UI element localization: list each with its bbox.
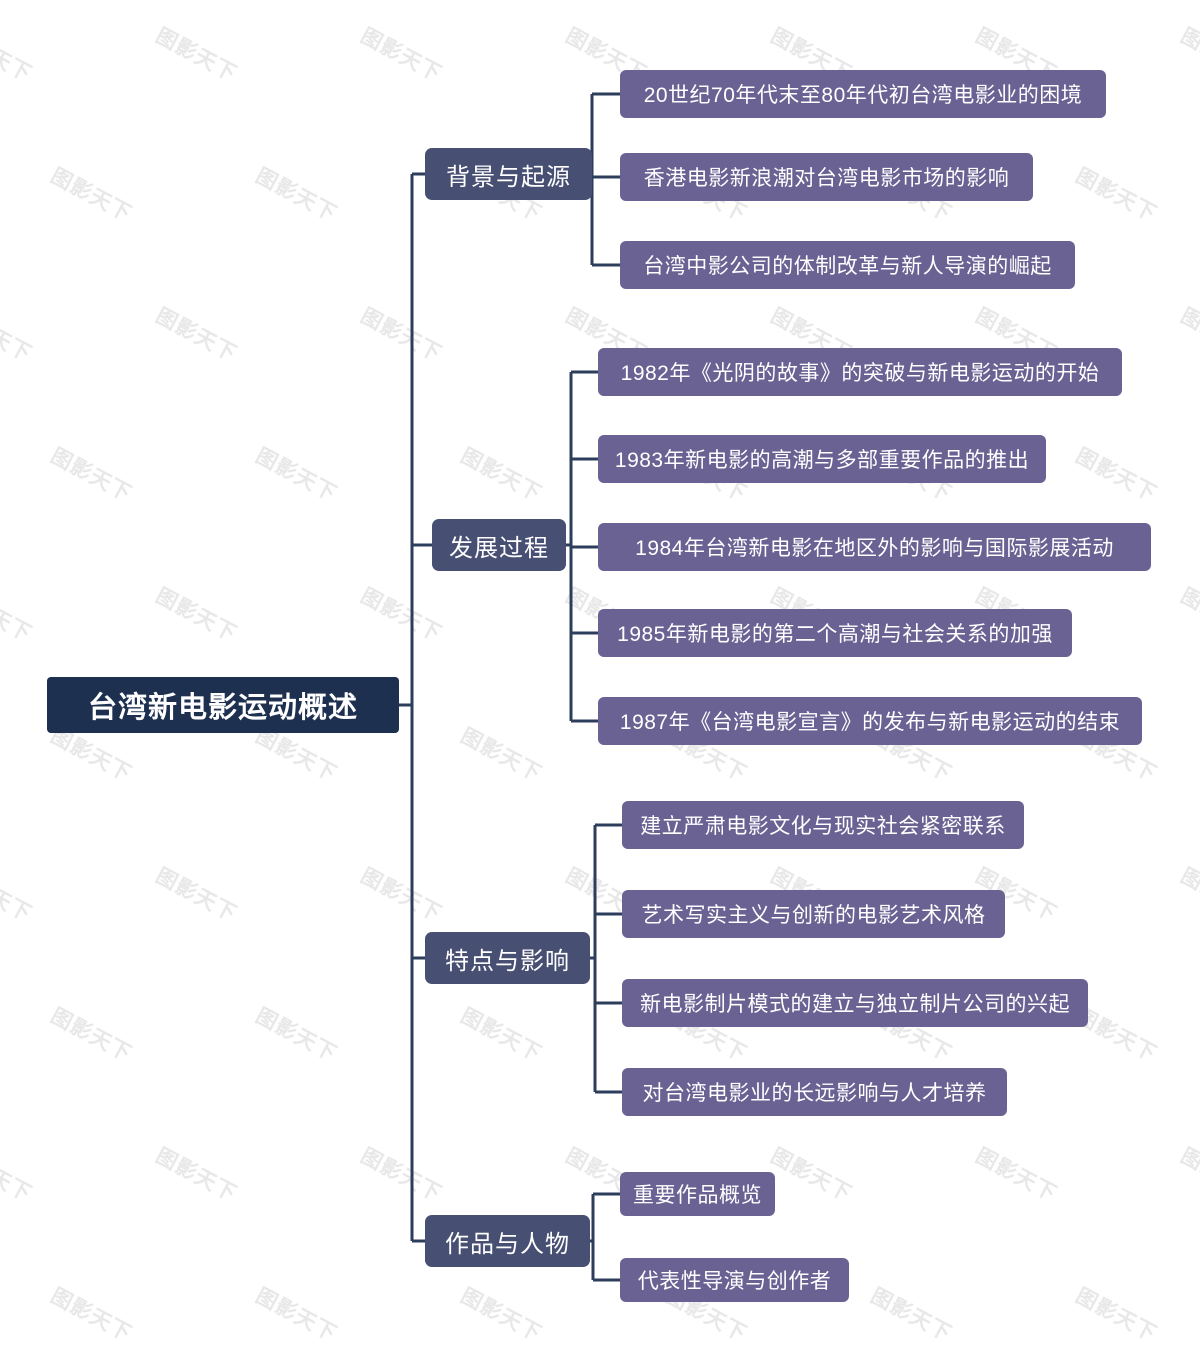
- watermark-text: 图影天下: [356, 23, 446, 87]
- watermark-text: 图影天下: [356, 863, 446, 927]
- watermark-text: 图影天下: [1071, 163, 1161, 227]
- watermark-text: 图影天下: [866, 1283, 956, 1347]
- root-node[interactable]: 台湾新电影运动概述: [47, 677, 399, 733]
- leaf-node-1-0[interactable]: 1982年《光阴的故事》的突破与新电影运动的开始: [598, 348, 1122, 396]
- watermark-text: 图影天下: [46, 443, 136, 507]
- watermark-text: 图影天下: [151, 303, 241, 367]
- watermark-text: 图影天下: [151, 583, 241, 647]
- watermark-text: 图影天下: [151, 23, 241, 87]
- leaf-node-1-1[interactable]: 1983年新电影的高潮与多部重要作品的推出: [598, 435, 1046, 483]
- watermark-text: 图影天下: [46, 163, 136, 227]
- watermark-text: 图影天下: [251, 163, 341, 227]
- branch-node-2[interactable]: 特点与影响: [425, 932, 590, 984]
- watermark-text: 图影天下: [971, 1143, 1061, 1207]
- watermark-text: 图影天下: [151, 863, 241, 927]
- leaf-node-2-1[interactable]: 艺术写实主义与创新的电影艺术风格: [622, 890, 1005, 938]
- watermark-text: 图影天下: [1071, 443, 1161, 507]
- watermark-text: 图影天下: [151, 1143, 241, 1207]
- leaf-node-2-3[interactable]: 对台湾电影业的长远影响与人才培养: [622, 1068, 1007, 1116]
- watermark-text: 图影天下: [1176, 303, 1200, 367]
- watermark-text: 图影天下: [0, 863, 36, 927]
- leaf-node-2-0[interactable]: 建立严肃电影文化与现实社会紧密联系: [622, 801, 1024, 849]
- branch-node-0[interactable]: 背景与起源: [425, 148, 592, 200]
- watermark-text: 图影天下: [456, 443, 546, 507]
- leaf-node-0-1[interactable]: 香港电影新浪潮对台湾电影市场的影响: [620, 153, 1033, 201]
- watermark-text: 图影天下: [0, 23, 36, 87]
- watermark-text: 图影天下: [0, 583, 36, 647]
- watermark-text: 图影天下: [0, 1143, 36, 1207]
- leaf-node-1-3[interactable]: 1985年新电影的第二个高潮与社会关系的加强: [598, 609, 1072, 657]
- leaf-node-1-2[interactable]: 1984年台湾新电影在地区外的影响与国际影展活动: [598, 523, 1151, 571]
- watermark-text: 图影天下: [456, 723, 546, 787]
- watermark-text: 图影天下: [1176, 23, 1200, 87]
- leaf-node-3-1[interactable]: 代表性导演与创作者: [620, 1258, 849, 1302]
- watermark-text: 图影天下: [1176, 863, 1200, 927]
- leaf-node-1-4[interactable]: 1987年《台湾电影宣言》的发布与新电影运动的结束: [598, 697, 1142, 745]
- watermark-text: 图影天下: [766, 1143, 856, 1207]
- watermark-text: 图影天下: [356, 583, 446, 647]
- branch-node-3[interactable]: 作品与人物: [425, 1215, 590, 1267]
- watermark-text: 图影天下: [356, 1143, 446, 1207]
- watermark-text: 图影天下: [1176, 583, 1200, 647]
- watermark-text: 图影天下: [356, 303, 446, 367]
- leaf-node-0-0[interactable]: 20世纪70年代末至80年代初台湾电影业的困境: [620, 70, 1106, 118]
- branch-node-1[interactable]: 发展过程: [432, 519, 566, 571]
- watermark-text: 图影天下: [456, 1003, 546, 1067]
- watermark-text: 图影天下: [0, 303, 36, 367]
- watermark-text: 图影天下: [456, 1283, 546, 1347]
- watermark-text: 图影天下: [1176, 1143, 1200, 1207]
- watermark-text: 图影天下: [46, 1003, 136, 1067]
- watermark-text: 图影天下: [46, 1283, 136, 1347]
- watermark-text: 图影天下: [251, 443, 341, 507]
- leaf-node-2-2[interactable]: 新电影制片模式的建立与独立制片公司的兴起: [622, 979, 1088, 1027]
- watermark-text: 图影天下: [251, 1003, 341, 1067]
- watermark-text: 图影天下: [251, 1283, 341, 1347]
- leaf-node-0-2[interactable]: 台湾中影公司的体制改革与新人导演的崛起: [620, 241, 1075, 289]
- leaf-node-3-0[interactable]: 重要作品概览: [620, 1172, 775, 1216]
- watermark-text: 图影天下: [1071, 1283, 1161, 1347]
